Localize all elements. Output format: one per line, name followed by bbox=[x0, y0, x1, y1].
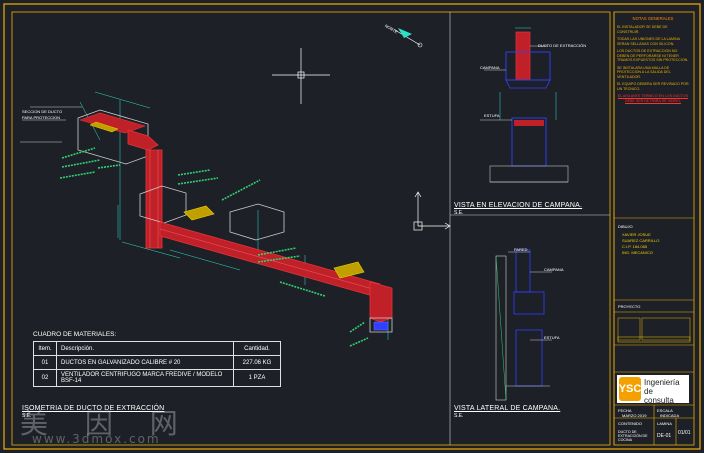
dibujo-name: XAVIER JOSUE bbox=[622, 232, 651, 237]
escala-value: INDICADA bbox=[660, 413, 680, 418]
estufa-label: ESTUFA bbox=[484, 113, 500, 118]
campana-lateral-label: CAMPANA bbox=[544, 267, 564, 272]
table-header-row: Item. Descripción. Cantidad. bbox=[33, 341, 281, 356]
table-header-cell: Item. bbox=[33, 341, 57, 356]
logo-mark-icon: YSC bbox=[619, 377, 641, 401]
outer-frame bbox=[3, 3, 701, 450]
contenido-label: CONTENIDO bbox=[618, 421, 642, 426]
lateral-view-title: VISTA LATERAL DE CAMPANA. bbox=[454, 405, 561, 412]
lamina-label: LAMINA bbox=[657, 421, 672, 426]
para-proteccion-label: PARA PROTECCION bbox=[22, 115, 61, 120]
elevation-view-drawing bbox=[480, 27, 569, 183]
dibujo-name: C.I.P. 184.085 bbox=[622, 244, 648, 249]
table-row: 01 DUCTOS EN GALVANIZADO CALIBRE # 20 22… bbox=[33, 355, 281, 370]
seccion-ducto-label: SECCION DE DUCTO bbox=[22, 109, 63, 114]
tb-sub-box bbox=[641, 317, 691, 341]
table-cell: 227.06 KG bbox=[233, 355, 281, 370]
elevation-view-scale: S.E. bbox=[454, 210, 464, 216]
table-cell: 02 bbox=[33, 369, 57, 387]
lateral-view-scale: S.E. bbox=[454, 413, 464, 419]
table-cell: 1 PZA bbox=[233, 369, 281, 387]
dibujo-name: SUAREZ CARRILLO bbox=[622, 238, 660, 243]
watermark-url: www.3dmox.com bbox=[32, 432, 161, 446]
table-cell: 01 bbox=[33, 355, 57, 370]
table-row: 02 VENTILADOR CENTRIFUGO MARCA FREDIVE /… bbox=[33, 369, 281, 387]
dibujo-label: DIBUJO bbox=[618, 224, 633, 229]
fecha-label: FECHA bbox=[618, 408, 632, 413]
note-item: SE INSTALARA UNA MALLA DE PROTECCION A L… bbox=[617, 65, 671, 79]
note-item: LOS DUCTOS DE EXTRACCION NO DEBEN DE PER… bbox=[617, 49, 689, 63]
isometric-view-title: ISOMETRIA DE DUCTO DE EXTRACCIÓN bbox=[22, 405, 165, 412]
tb-sub-box bbox=[617, 317, 641, 341]
table-cell: VENTILADOR CENTRIFUGO MARCA FREDIVE / MO… bbox=[56, 369, 234, 387]
fecha-value: MARZO 2019 bbox=[622, 413, 647, 418]
logo-text-line: consulta bbox=[644, 395, 674, 405]
table-header-cell: Cantidad. bbox=[233, 341, 281, 356]
general-notes-panel: NOTAS GENERALES EL INSTALADOR SE DEBE DE… bbox=[617, 16, 689, 106]
escala-label: ESCALA bbox=[657, 408, 673, 413]
proyecto-label: PROYECTO bbox=[618, 304, 641, 309]
watermark-chars: 美 因 网 bbox=[20, 407, 192, 440]
dibujo-name: ING. MECANICO bbox=[622, 250, 653, 255]
isometric-duct-drawing bbox=[20, 91, 393, 347]
campana-label: CAMPANA bbox=[480, 65, 500, 70]
tb-sub-box bbox=[617, 336, 691, 343]
ucs-axis-icon bbox=[413, 191, 451, 231]
isometric-view-scale: S.E. bbox=[22, 413, 32, 419]
sheet-number: 01/01 bbox=[678, 430, 691, 436]
inner-frame bbox=[11, 11, 611, 446]
materials-table-title: CUADRO DE MATERIALES: bbox=[33, 331, 117, 338]
materials-table: Item. Descripción. Cantidad. 01 DUCTOS E… bbox=[33, 341, 281, 387]
logo-text-line: Ingeniería de bbox=[644, 378, 680, 396]
north-arrow-icon bbox=[394, 28, 423, 48]
contenido-value: DUCTO DE EXTRACCIÓN DE COCINA bbox=[618, 430, 648, 442]
lateral-view-drawing bbox=[495, 249, 552, 401]
logo-text: Ingeniería de consulta bbox=[644, 378, 689, 405]
note-item: EL EQUIPO DEBERA SER REVISADO POR UN TEC… bbox=[617, 82, 689, 91]
notes-heading: NOTAS GENERALES bbox=[632, 16, 674, 21]
elevation-view-title: VISTA EN ELEVACION DE CAMPANA. bbox=[454, 202, 583, 209]
note-warning: EL AISLANTE TERMICO EN LOS DUCTOS DEBE S… bbox=[617, 94, 689, 103]
note-item: EL INSTALADOR SE DEBE DE CONSTRUIR. bbox=[617, 25, 668, 34]
crosshair-cursor-icon bbox=[272, 48, 330, 104]
lamina-value: DE-01 bbox=[657, 433, 672, 439]
table-cell: DUCTOS EN GALVANIZADO CALIBRE # 20 bbox=[56, 355, 234, 370]
ducto-extraccion-label: DUCTO DE EXTRACCIÓN bbox=[538, 43, 587, 48]
estufa-lateral-label: ESTUFA bbox=[544, 335, 560, 340]
table-header-cell: Descripción. bbox=[56, 341, 234, 356]
pared-label: PARED bbox=[514, 247, 528, 252]
note-item: TODAS LAS UNIONES DE LA LAMINA SERAN SEL… bbox=[617, 37, 680, 46]
company-logo: YSC Ingeniería de consulta bbox=[617, 375, 689, 405]
